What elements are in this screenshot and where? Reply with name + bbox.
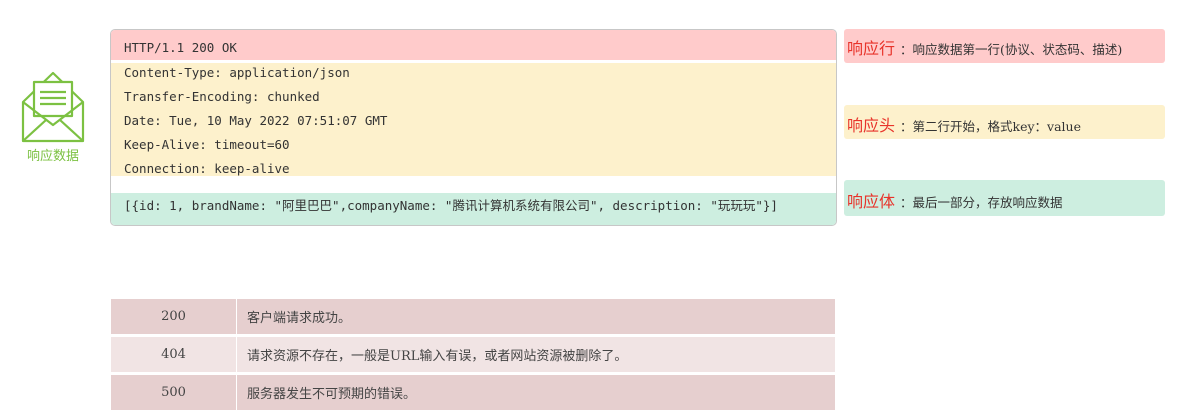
annotation-desc: ：响应数据第一行(协议、状态码、描述) xyxy=(900,42,1123,57)
status-code: 200 xyxy=(111,299,237,337)
status-description: 客户端请求成功。 xyxy=(236,299,835,337)
status-code: 404 xyxy=(111,335,237,375)
status-description: 服务器发生不可预期的错误。 xyxy=(236,373,835,413)
status-description: 请求资源不存在，一般是URL输入有误，或者网站资源被删除了。 xyxy=(236,335,835,375)
annotation-headers: 响应头 ：第二行开始，格式key：value xyxy=(844,105,1165,139)
body-text: [{id: 1, brandName: "阿里巴巴",companyName: … xyxy=(124,198,778,213)
http-response-panel: HTTP/1.1 200 OK Content-Type: applicatio… xyxy=(110,29,837,226)
header-line: Transfer-Encoding: chunked xyxy=(124,89,320,104)
annotation-key: 响应体 xyxy=(847,192,896,211)
header-line: Connection: keep-alive xyxy=(124,161,290,176)
annotation-desc: ：最后一部分，存放响应数据 xyxy=(900,195,1063,210)
annotation-desc: ：第二行开始，格式key：value xyxy=(900,119,1081,134)
annotation-body: 响应体 ：最后一部分，存放响应数据 xyxy=(844,180,1165,216)
status-code-table: 200 客户端请求成功。 404 请求资源不存在，一般是URL输入有误，或者网站… xyxy=(111,299,835,413)
response-status-line: HTTP/1.1 200 OK xyxy=(111,30,836,60)
response-headers: Content-Type: application/json Transfer-… xyxy=(111,63,836,176)
header-line: Date: Tue, 10 May 2022 07:51:07 GMT xyxy=(124,113,388,128)
annotation-status-line: 响应行 ：响应数据第一行(协议、状态码、描述) xyxy=(844,29,1165,63)
status-code: 500 xyxy=(111,373,237,413)
envelope-icon xyxy=(20,70,86,144)
response-body: [{id: 1, brandName: "阿里巴巴",companyName: … xyxy=(111,193,836,225)
header-line: Keep-Alive: timeout=60 xyxy=(124,137,290,152)
header-line: Content-Type: application/json xyxy=(124,65,350,80)
table-row: 500 服务器发生不可预期的错误。 xyxy=(111,373,835,413)
annotation-key: 响应头 xyxy=(847,116,896,135)
annotation-key: 响应行 xyxy=(847,39,896,58)
table-row: 200 客户端请求成功。 xyxy=(111,299,835,337)
table-row: 404 请求资源不存在，一般是URL输入有误，或者网站资源被删除了。 xyxy=(111,335,835,375)
status-line-text: HTTP/1.1 200 OK xyxy=(124,40,237,55)
envelope-label: 响应数据 xyxy=(26,149,79,164)
